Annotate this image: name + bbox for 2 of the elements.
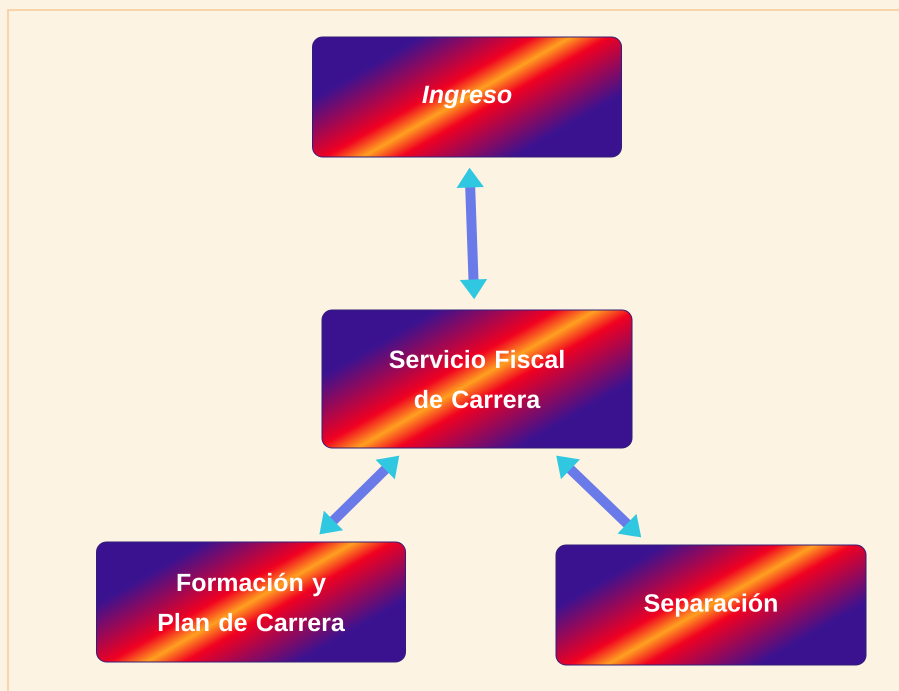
process-box: Ingreso	[312, 36, 622, 158]
process-box: Servicio Fiscal de Carrera	[322, 310, 632, 448]
